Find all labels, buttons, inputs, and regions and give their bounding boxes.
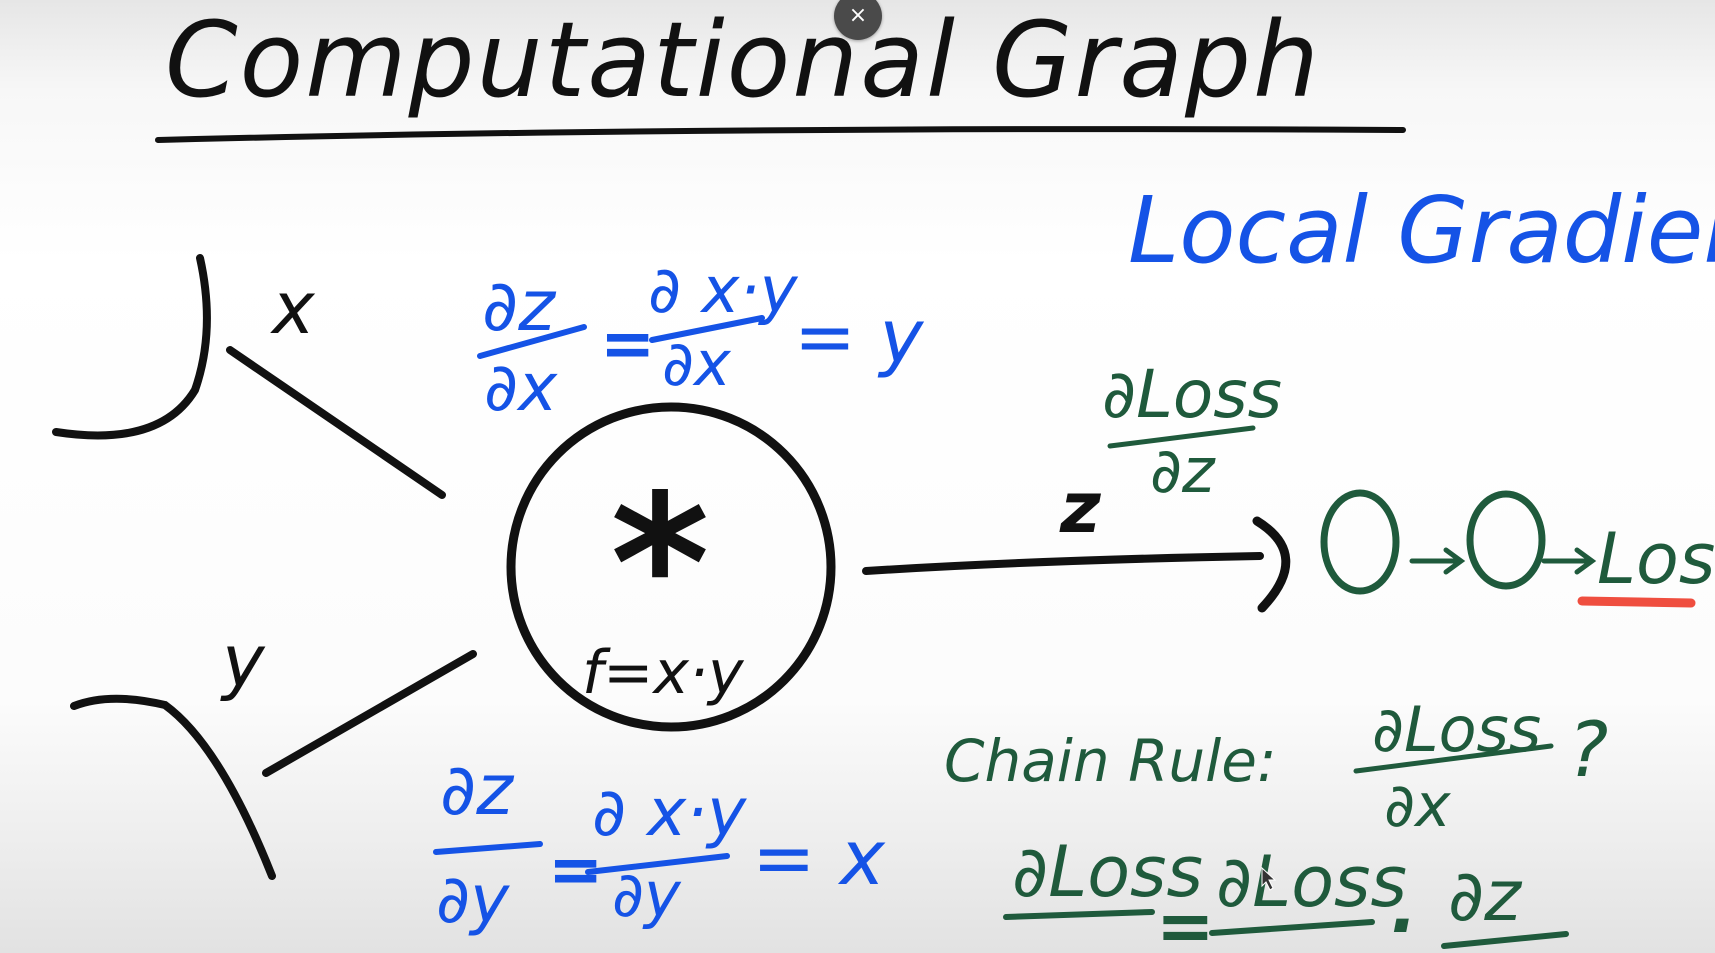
- dloss-dz-fraction-bar: [1107, 425, 1256, 449]
- downstream-arrow-1: [1409, 547, 1466, 575]
- chain-question-denominator: ∂x: [1384, 771, 1451, 841]
- chain-question-numerator: ∂Loss: [1372, 693, 1541, 766]
- chain-times: ·: [1388, 885, 1415, 953]
- close-icon[interactable]: ×: [834, 0, 882, 40]
- dz-dy-fraction-bar: [433, 841, 543, 855]
- dloss-dz-numerator: ∂Loss: [1102, 356, 1282, 433]
- dz-dx-numerator: ∂z: [482, 265, 557, 347]
- dz-dy-numerator: ∂z: [440, 749, 515, 831]
- edge-z-arrowhead: [1252, 516, 1291, 613]
- dz-dx-mid-numerator: ∂ x·y: [648, 254, 799, 328]
- dloss-dz-denominator: ∂z: [1150, 434, 1216, 507]
- title-underline: [155, 126, 1406, 143]
- dz-dy-mid-denominator: ∂y: [612, 858, 682, 931]
- input-y-upstream-curve: [70, 694, 276, 880]
- multiply-operator: *: [610, 454, 709, 675]
- chain-rhs1-fraction-bar: [1209, 919, 1375, 936]
- node-formula: f=x·y: [582, 638, 745, 708]
- downstream-arrow-2: [1541, 547, 1597, 575]
- dz-dy-result: = x: [752, 813, 886, 902]
- chain-equals: =: [1156, 885, 1215, 953]
- edge-z: [862, 552, 1264, 575]
- dz-dx-result: = y: [794, 294, 925, 380]
- chain-rhs1-numerator: ∂Loss: [1216, 841, 1407, 923]
- chain-rhs2-numerator: ∂z: [1448, 855, 1523, 937]
- edge-y: [262, 650, 477, 777]
- multiply-node-circle: [506, 402, 836, 732]
- output-z-label: z: [1059, 467, 1102, 549]
- input-x-label: x: [270, 266, 316, 350]
- dz-dy-mid-numerator: ∂ x·y: [592, 774, 747, 851]
- dz-dx-mid-fraction-bar: [649, 315, 765, 343]
- chain-lhs-fraction-bar: [1003, 909, 1155, 920]
- local-gradients-text: Local Gradients: [1128, 177, 1715, 284]
- chain-rhs2-fraction-bar: [1441, 931, 1569, 949]
- chain-lhs-numerator: ∂Loss: [1012, 831, 1203, 913]
- dz-dx-denominator: ∂x: [484, 349, 558, 426]
- chain-question-fraction-bar: [1353, 743, 1554, 774]
- dz-dy-mid-fraction-bar: [585, 853, 730, 875]
- dz-dx-fraction-bar: [477, 324, 587, 359]
- chain-question-mark: ?: [1568, 705, 1608, 794]
- downstream-node-1: [1320, 489, 1400, 595]
- input-y-label: y: [220, 619, 266, 703]
- loss-underline: [1577, 596, 1696, 608]
- input-x-upstream-curve: [52, 254, 211, 440]
- chain-rule-label: Chain Rule:: [944, 727, 1277, 795]
- edge-x: [226, 346, 446, 499]
- mouse-cursor-icon: [1261, 866, 1277, 891]
- dz-dx-equals-1: =: [600, 305, 655, 382]
- dz-dy-denominator: ∂y: [436, 861, 510, 938]
- downstream-node-2: [1466, 490, 1546, 590]
- loss-label: Loss: [1597, 518, 1715, 600]
- dz-dx-mid-denominator: ∂x: [662, 327, 732, 400]
- title-text: Computational Graph: [165, 0, 1321, 121]
